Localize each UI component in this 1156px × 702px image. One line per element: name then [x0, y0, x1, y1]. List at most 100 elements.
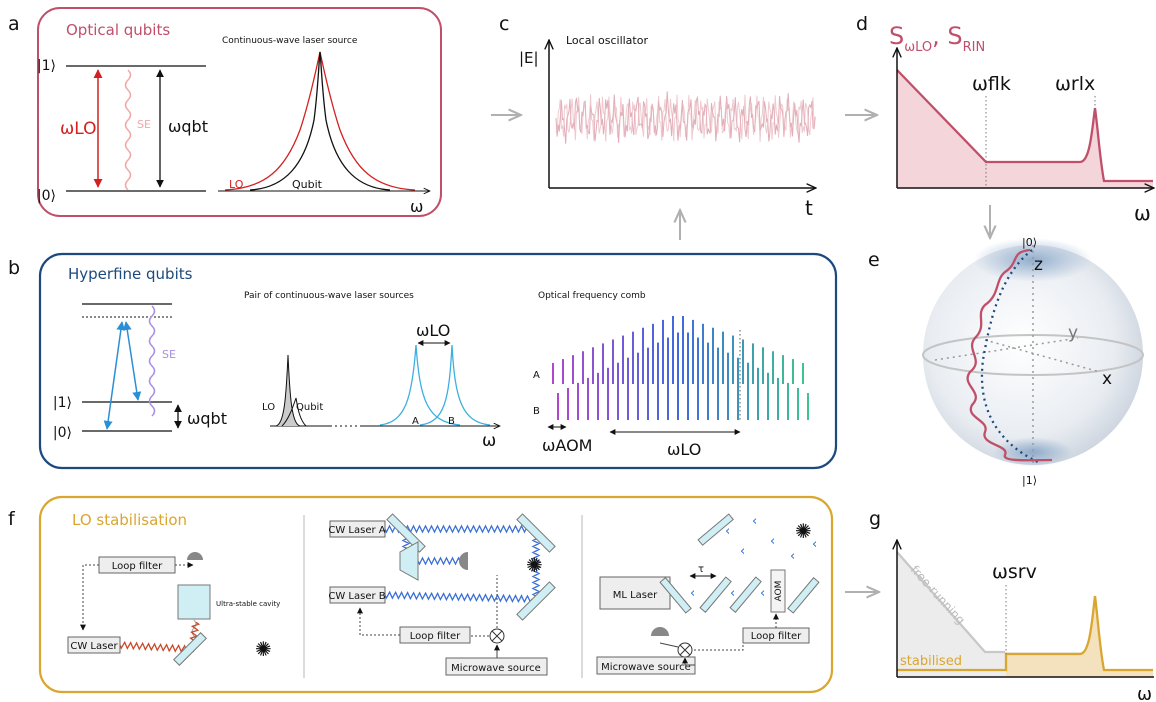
- noisy-trajectory: [966, 248, 1053, 462]
- mirror-f3-top: [697, 513, 734, 546]
- bloch-ket0: |0⟩: [1022, 236, 1037, 249]
- pulse-chevron: ‹: [730, 586, 735, 601]
- peak-b: [419, 344, 491, 426]
- omega-axis-label-a: ω: [410, 197, 423, 216]
- mixer-2-x: [679, 644, 691, 656]
- panel-f-frame: [38, 495, 834, 694]
- peak-b-label: B: [448, 416, 455, 427]
- axis-y: [934, 337, 1079, 361]
- axis-x: [984, 339, 1101, 373]
- cw-laser-a-label: CW Laser A: [328, 525, 385, 536]
- comb-label: Optical frequency comb: [538, 291, 646, 301]
- bloch-ket1: |1⟩: [1022, 474, 1037, 487]
- cw-laser-b-label: CW Laser B: [328, 591, 385, 602]
- mirror-f2-1: [386, 513, 426, 553]
- mirror-f2-3: [516, 581, 556, 621]
- ml-laser-box: [599, 576, 671, 610]
- se-wavy-line-b: [148, 305, 156, 417]
- det-to-mixer: [659, 642, 679, 648]
- pulse-chevron: ‹: [770, 534, 775, 549]
- omega-qbt-label: ωqbt: [168, 117, 208, 136]
- raman-arrow-2: [122, 321, 142, 401]
- panel-a: a Optical qubits |1⟩ |0⟩ ωLO SE ωqbt Con…: [8, 7, 442, 217]
- cap-top: [973, 238, 1093, 282]
- se-label-b: SE: [162, 348, 176, 361]
- panel-b-letter: b: [8, 257, 20, 279]
- pulse-chevron: ‹: [725, 524, 730, 539]
- pulse-chevrons: ‹‹‹‹‹‹‹‹‹: [690, 514, 817, 601]
- panel-c-letter: c: [499, 13, 509, 35]
- flk-label: ωflk: [972, 73, 1011, 95]
- lo-peak-b: [275, 354, 301, 427]
- detector-3: [651, 627, 669, 636]
- qubit-peak-b: [281, 397, 307, 427]
- ket-1-label: |1⟩: [37, 58, 56, 74]
- omega-lo-label-b: ωLO: [416, 321, 450, 340]
- loop-filter-label-1: Loop filter: [112, 561, 163, 572]
- raman-arrow-1: [103, 321, 126, 430]
- ml-laser-label: ML Laser: [613, 590, 658, 601]
- rlx-label: ωrlx: [1055, 73, 1095, 95]
- bs-f3-3: [729, 576, 762, 613]
- bloch-y: y: [1068, 323, 1078, 343]
- cw-source-label: Continuous-wave laser source: [222, 36, 358, 46]
- bloch-z: z: [1034, 255, 1043, 275]
- y-label-c: |E|: [519, 49, 539, 67]
- stabilised-fill: [1006, 596, 1153, 677]
- srv-label: ωsrv: [992, 561, 1037, 583]
- bloch-x: x: [1102, 369, 1112, 389]
- stabilised-line: [897, 595, 1153, 672]
- panel-e: e |0⟩ |1⟩ z y x: [868, 236, 1144, 487]
- se-wavy-line: [124, 69, 132, 191]
- beam-f2-b: [384, 556, 533, 604]
- lo-label-b: LO: [262, 402, 275, 413]
- se-label-a: SE: [137, 118, 151, 131]
- frequency-comb: [552, 315, 809, 420]
- atom-icon-1: ✺: [255, 637, 272, 661]
- cw-laser-label: CW Laser: [70, 641, 118, 652]
- title-d: SωLO, SRIN: [889, 22, 985, 55]
- panel-a-letter: a: [8, 13, 20, 35]
- loop-3: [690, 643, 744, 651]
- pulse-chevron: ‹: [740, 544, 745, 559]
- panel-b: b Hyperfine qubits |1⟩ |0⟩ SE ωqbt Pair …: [8, 252, 838, 470]
- ket-0-label: |0⟩: [37, 188, 56, 204]
- pulse-chevron: ‹: [752, 514, 757, 529]
- lo-label-a: LO: [229, 178, 244, 191]
- qubit-label-a: Qubit: [292, 178, 323, 191]
- panel-b-frame: [38, 252, 838, 470]
- comb-row-a-label: A: [533, 370, 540, 381]
- comb-row-b-label: B: [533, 406, 540, 417]
- x-label-c: t: [805, 196, 813, 220]
- stabilised-label: stabilised: [900, 654, 962, 669]
- title-c: Local oscillator: [566, 34, 648, 47]
- ket-1-label-b: |1⟩: [53, 395, 72, 411]
- qubit-lineshape: [249, 51, 391, 191]
- panel-d-letter: d: [856, 13, 868, 35]
- aom-box: [770, 569, 786, 613]
- panel-e-letter: e: [868, 249, 880, 271]
- loop-2: [357, 607, 400, 636]
- beam-splitter-1: [173, 632, 207, 666]
- loop-1-down: [80, 564, 99, 631]
- ideal-trajectory: [980, 249, 1041, 465]
- panel-a-frame: [37, 7, 442, 217]
- microwave-label-1: Microwave source: [451, 663, 541, 674]
- panel-c: c |E| Local oscillator t: [499, 13, 816, 220]
- panel-a-title: Optical qubits: [66, 21, 170, 39]
- pair-sources-label: Pair of continuous-wave laser sources: [244, 291, 414, 301]
- bs-f3-4: [787, 577, 820, 614]
- panel-b-title: Hyperfine qubits: [68, 265, 193, 283]
- panel-f-title: LO stabilisation: [72, 511, 187, 529]
- omega-aom-label: ωAOM: [542, 436, 592, 455]
- x-label-d: ω: [1134, 201, 1151, 225]
- atom-icon-2: ✺: [526, 553, 543, 577]
- omega-lo-comb-label: ωLO: [667, 440, 701, 459]
- pulse-chevron: ‹: [690, 586, 695, 601]
- qubit-label-b: Qubit: [296, 402, 323, 413]
- panel-d: d SωLO, SRIN ωflk ωrlx ω: [856, 13, 1154, 225]
- omega-lo-label: ωLO: [60, 119, 96, 139]
- x-label-g: ω: [1137, 684, 1152, 702]
- panel-g-letter: g: [869, 508, 881, 530]
